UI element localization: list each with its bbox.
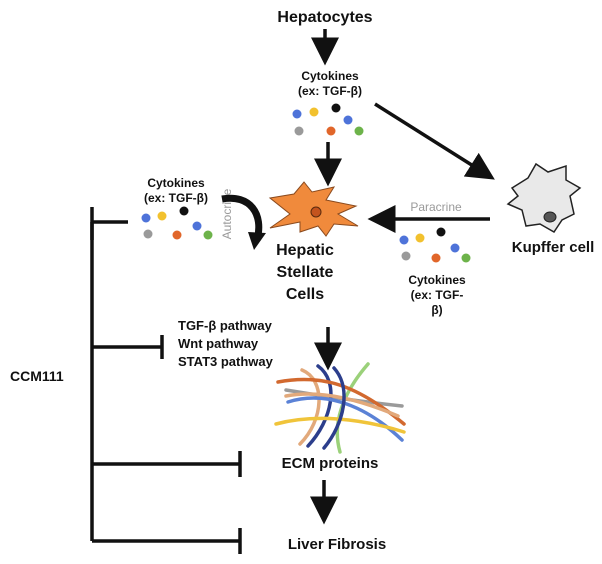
autocrine-arrowhead — [248, 232, 266, 250]
ecm-fiber — [274, 416, 406, 434]
cytokine-dot-icon — [157, 211, 167, 221]
cytokine-dot-icon — [331, 103, 341, 113]
cytokine-dot-icon — [326, 126, 336, 136]
cytokines-top-example: (ex: TGF-β) — [298, 84, 362, 98]
hsc-label-2: Stellate — [277, 264, 334, 281]
cytokine-dot-icon — [192, 221, 202, 231]
cytokine-dot-icon — [450, 243, 460, 253]
hsc-label-1: Hepatic — [276, 242, 334, 259]
cytokine-dot-icon — [354, 126, 364, 136]
hsc-label-3: Cells — [286, 286, 324, 303]
fibrosis-label: Liver Fibrosis — [288, 536, 386, 553]
cytokine-dot-icon — [399, 235, 409, 245]
cytokine-dot-icon — [309, 107, 319, 117]
cytokine-dot-icon — [461, 253, 471, 263]
cytokine-dot-icon — [401, 251, 411, 261]
paracrine-label: Paracrine — [410, 200, 462, 214]
cytokine-dot-icon — [172, 230, 182, 240]
stellate-cell-nucleus-icon — [310, 206, 322, 218]
pathway-wnt-label: Wnt pathway — [178, 336, 259, 351]
cytokine-dot-icon — [292, 109, 302, 119]
cytokines-right-example-2: β) — [431, 303, 442, 317]
kupffer-cell-icon — [506, 162, 582, 233]
cytokine-dot-icon — [179, 206, 189, 216]
ccm111-label: CCM111 — [10, 368, 64, 384]
cytokine-dot-icon — [203, 230, 213, 240]
pathway-tgf-label: TGF-β pathway — [178, 318, 273, 333]
ccm111-inhibition-lines — [90, 220, 240, 543]
cytokine-cluster-top — [292, 103, 364, 136]
cytokine-dot-icon — [143, 229, 153, 239]
cytokine-dot-icon — [343, 115, 353, 125]
cytokine-dot-icon — [141, 213, 151, 223]
cytokine-dot-icon — [431, 253, 441, 263]
cytokines-top-label: Cytokines — [301, 69, 359, 83]
arrow-cytokines-to-kupffer — [374, 102, 495, 180]
ecm-fiber — [284, 392, 400, 418]
kupffer-label: Kupffer cell — [512, 239, 595, 256]
inhibition-bars — [90, 207, 242, 554]
cytokines-left-example: (ex: TGF-β) — [144, 191, 208, 205]
cytokines-left-label: Cytokines — [147, 176, 205, 190]
cytokines-right-example-1: (ex: TGF- — [411, 288, 464, 302]
cytokine-dot-icon — [436, 227, 446, 237]
cytokines-right-label: Cytokines — [408, 273, 466, 287]
cytokine-dot-icon — [294, 126, 304, 136]
ecm-fiber — [322, 366, 346, 450]
ecm-fiber — [298, 368, 321, 446]
kupffer-cell-nucleus-icon — [543, 211, 557, 223]
pathway-stat3-label: STAT3 pathway — [178, 354, 274, 369]
ecm-fiber — [306, 364, 333, 448]
hepatocytes-label: Hepatocytes — [277, 9, 372, 26]
cytokine-cluster-left — [141, 206, 213, 240]
cytokine-dot-icon — [415, 233, 425, 243]
cytokine-cluster-right — [399, 227, 471, 263]
ecm-fibers-icon — [274, 362, 406, 454]
ecm-label: ECM proteins — [282, 455, 379, 472]
